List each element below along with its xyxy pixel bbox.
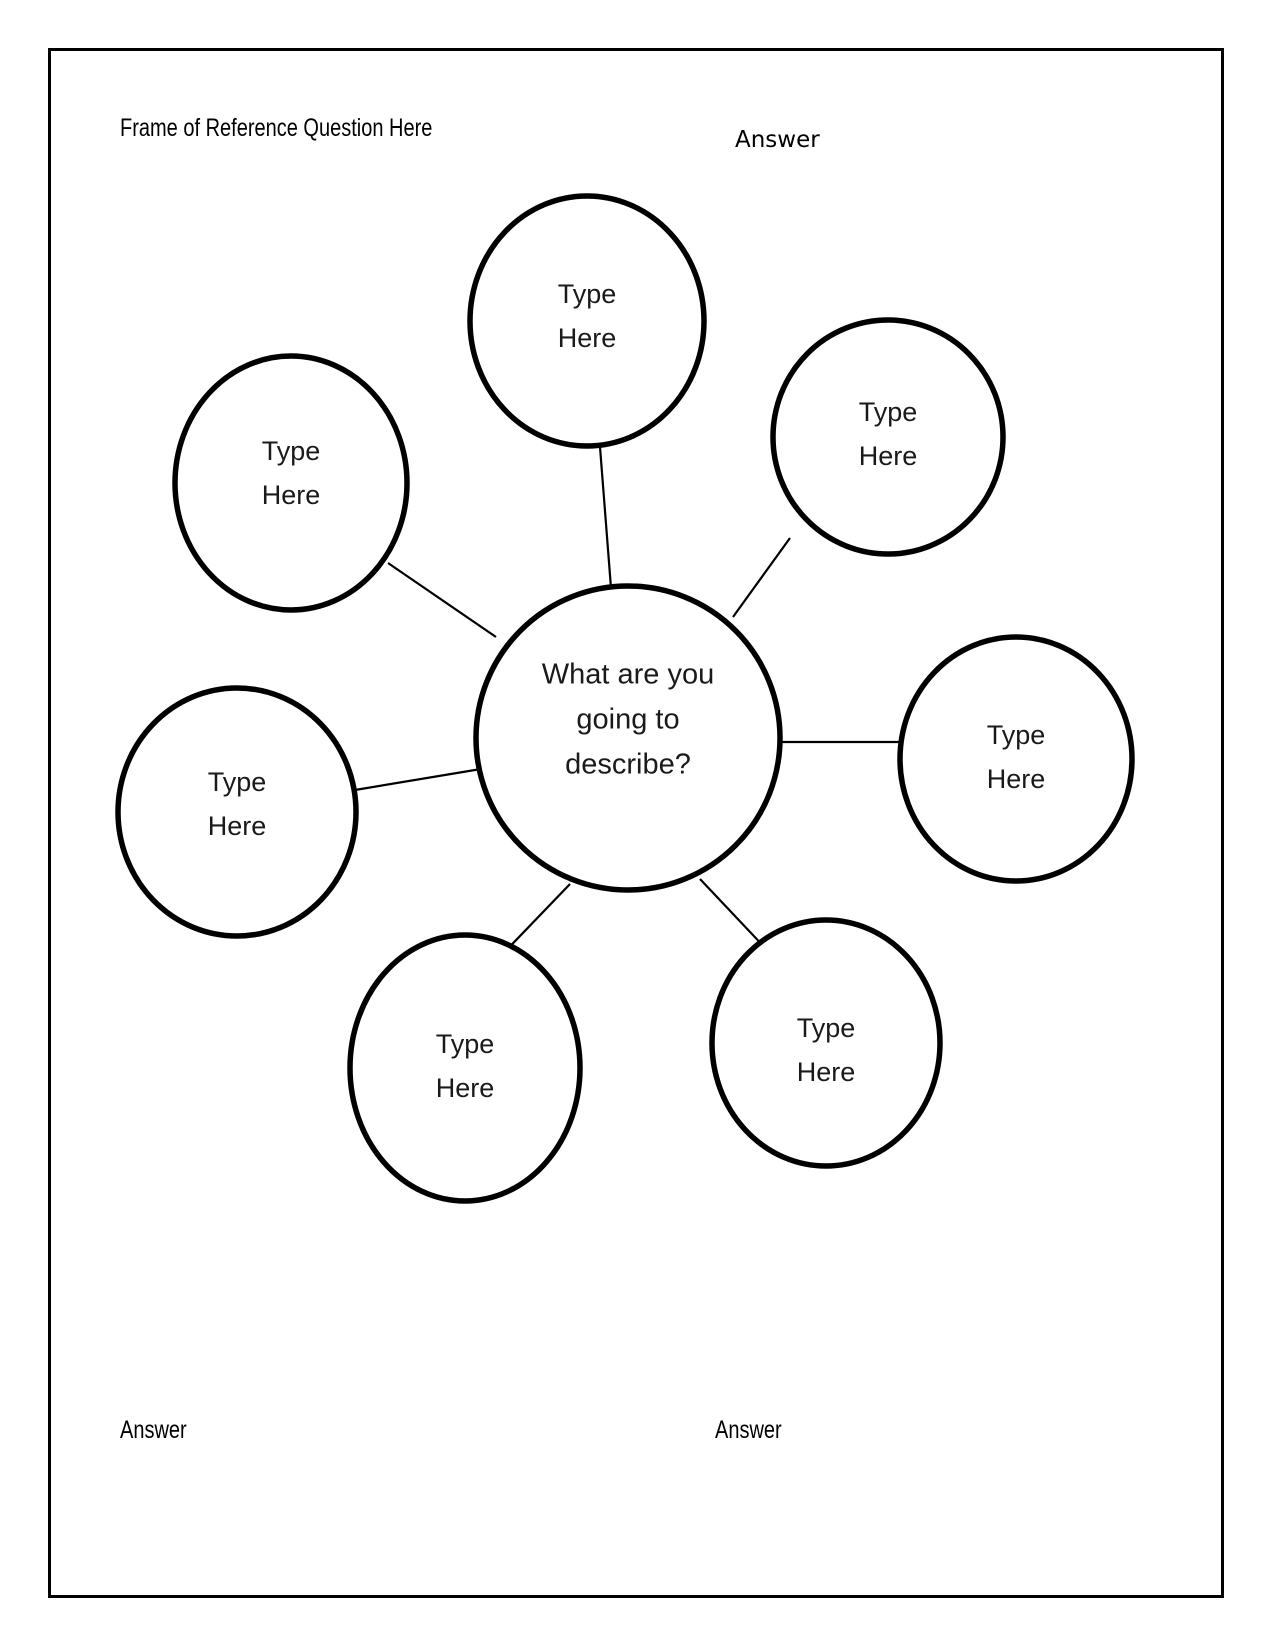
- center-bubble-outline[interactable]: [473, 583, 783, 893]
- bubble-bottom-left-outline[interactable]: [347, 932, 583, 1204]
- bubble-top-line1: Type: [558, 279, 617, 309]
- connector-center-to-upper-left: [387, 562, 497, 638]
- answer-label-bottom-left[interactable]: Answer: [120, 1416, 187, 1444]
- bubble-upper-left[interactable]: Type Here: [172, 353, 410, 613]
- bubble-left-line1: Type: [208, 767, 267, 797]
- bubble-upper-right-line1: Type: [859, 397, 918, 427]
- bubble-bottom-right-line2: Here: [797, 1057, 856, 1087]
- center-bubble-line3: describe?: [565, 749, 691, 781]
- bubble-bottom-left-line1: Type: [436, 1029, 495, 1059]
- bubble-bottom-right-outline[interactable]: [709, 917, 943, 1169]
- page-border: [48, 48, 1224, 1598]
- center-bubble[interactable]: What are you going to describe?: [473, 583, 783, 893]
- connector-center-to-left: [354, 766, 488, 792]
- bubble-left-outline[interactable]: [115, 685, 359, 939]
- bubble-right-line2: Here: [987, 764, 1046, 794]
- bubble-bottom-left-line2: Here: [436, 1073, 495, 1103]
- bubble-left-line2: Here: [208, 811, 267, 841]
- frame-of-reference-question-label[interactable]: Frame of Reference Question Here: [120, 114, 433, 142]
- answer-label-top-right[interactable]: Answer: [735, 127, 820, 153]
- answer-label-bottom-right[interactable]: Answer: [715, 1416, 782, 1444]
- bubble-top-outline[interactable]: [467, 193, 707, 449]
- bubble-bottom-left[interactable]: Type Here: [347, 932, 583, 1204]
- bubble-top-line2: Here: [558, 323, 617, 353]
- bubble-bottom-right[interactable]: Type Here: [709, 917, 943, 1169]
- bubble-upper-left-outline[interactable]: [172, 353, 410, 613]
- connector-center-to-bottom-right: [699, 878, 769, 952]
- center-bubble-line1: What are you: [542, 659, 714, 691]
- bubble-upper-right[interactable]: Type Here: [770, 317, 1006, 557]
- connector-center-to-top: [598, 446, 613, 589]
- bubble-upper-left-line2: Here: [262, 480, 321, 510]
- bubble-left[interactable]: Type Here: [115, 685, 359, 939]
- bubble-upper-right-outline[interactable]: [770, 317, 1006, 557]
- connector-center-to-upper-right: [732, 537, 791, 618]
- center-bubble-line2: going to: [576, 704, 679, 736]
- bubble-top[interactable]: Type Here: [467, 193, 707, 449]
- bubble-bottom-right-line1: Type: [797, 1013, 856, 1043]
- bubble-right-outline[interactable]: [897, 634, 1135, 884]
- bubble-upper-left-line1: Type: [262, 436, 321, 466]
- bubble-right[interactable]: Type Here: [897, 634, 1135, 884]
- bubble-right-line1: Type: [987, 720, 1046, 750]
- bubble-upper-right-line2: Here: [859, 441, 918, 471]
